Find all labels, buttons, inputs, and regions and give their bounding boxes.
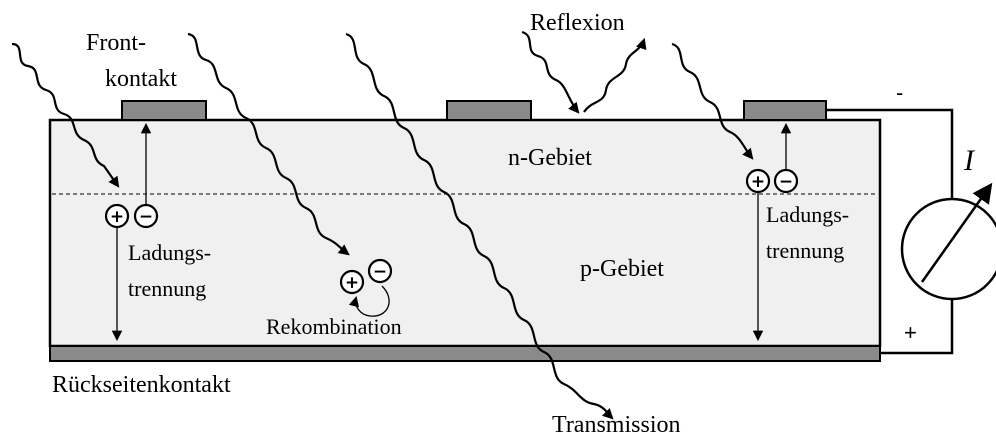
- carrier-pair-middle: + −: [339, 258, 393, 295]
- n-region-label: n-Gebiet: [508, 145, 592, 171]
- recombination-arrow: [348, 285, 390, 317]
- charge-separation-left-line2: trennung: [128, 276, 206, 301]
- charge-separation-left-line1: Ladungs-: [128, 240, 211, 265]
- photon-wave-3: [345, 32, 614, 420]
- reflected-wave: [583, 37, 647, 113]
- charge-separation-right-line2: trennung: [766, 238, 844, 263]
- positive-terminal-label: +: [904, 320, 917, 345]
- front-contact-label-line1: Front-: [86, 30, 146, 56]
- photon-wave-2: [187, 32, 350, 256]
- cell-body: [48, 118, 882, 348]
- front-contact-1: [121, 100, 207, 121]
- photon-wave-4: [521, 30, 580, 114]
- carrier-pair-right: + −: [745, 168, 799, 194]
- hole-symbol: +: [751, 172, 765, 192]
- front-contact-2: [446, 100, 532, 121]
- reflection-label: Reflexion: [530, 10, 625, 36]
- photon-wave-1: [11, 42, 120, 188]
- current-label: I: [963, 144, 976, 177]
- electron-symbol: −: [779, 172, 793, 192]
- electron-symbol: −: [139, 207, 153, 227]
- electron-symbol: −: [373, 262, 387, 282]
- recombination-label: Rekombination: [266, 314, 402, 339]
- transmission-label: Transmission: [552, 412, 680, 438]
- ammeter-needle: [920, 182, 993, 283]
- front-contact-label-line2: kontakt: [105, 66, 177, 92]
- circuit-wire: [826, 108, 954, 198]
- hole-symbol: +: [345, 273, 359, 293]
- carrier-pair-left: + −: [104, 203, 159, 229]
- hole-symbol: +: [110, 207, 124, 227]
- p-region-label: p-Gebiet: [580, 256, 664, 282]
- ammeter: [900, 197, 996, 301]
- back-contact-label: Rückseitenkontakt: [52, 372, 231, 398]
- circuit-wire-bottom: [880, 300, 954, 355]
- charge-separation-right-line1: Ladungs-: [766, 202, 849, 227]
- photon-wave-5: [671, 42, 754, 160]
- front-contact-3: [743, 100, 827, 121]
- back-contact: [49, 345, 881, 362]
- negative-terminal-label: -: [896, 80, 903, 105]
